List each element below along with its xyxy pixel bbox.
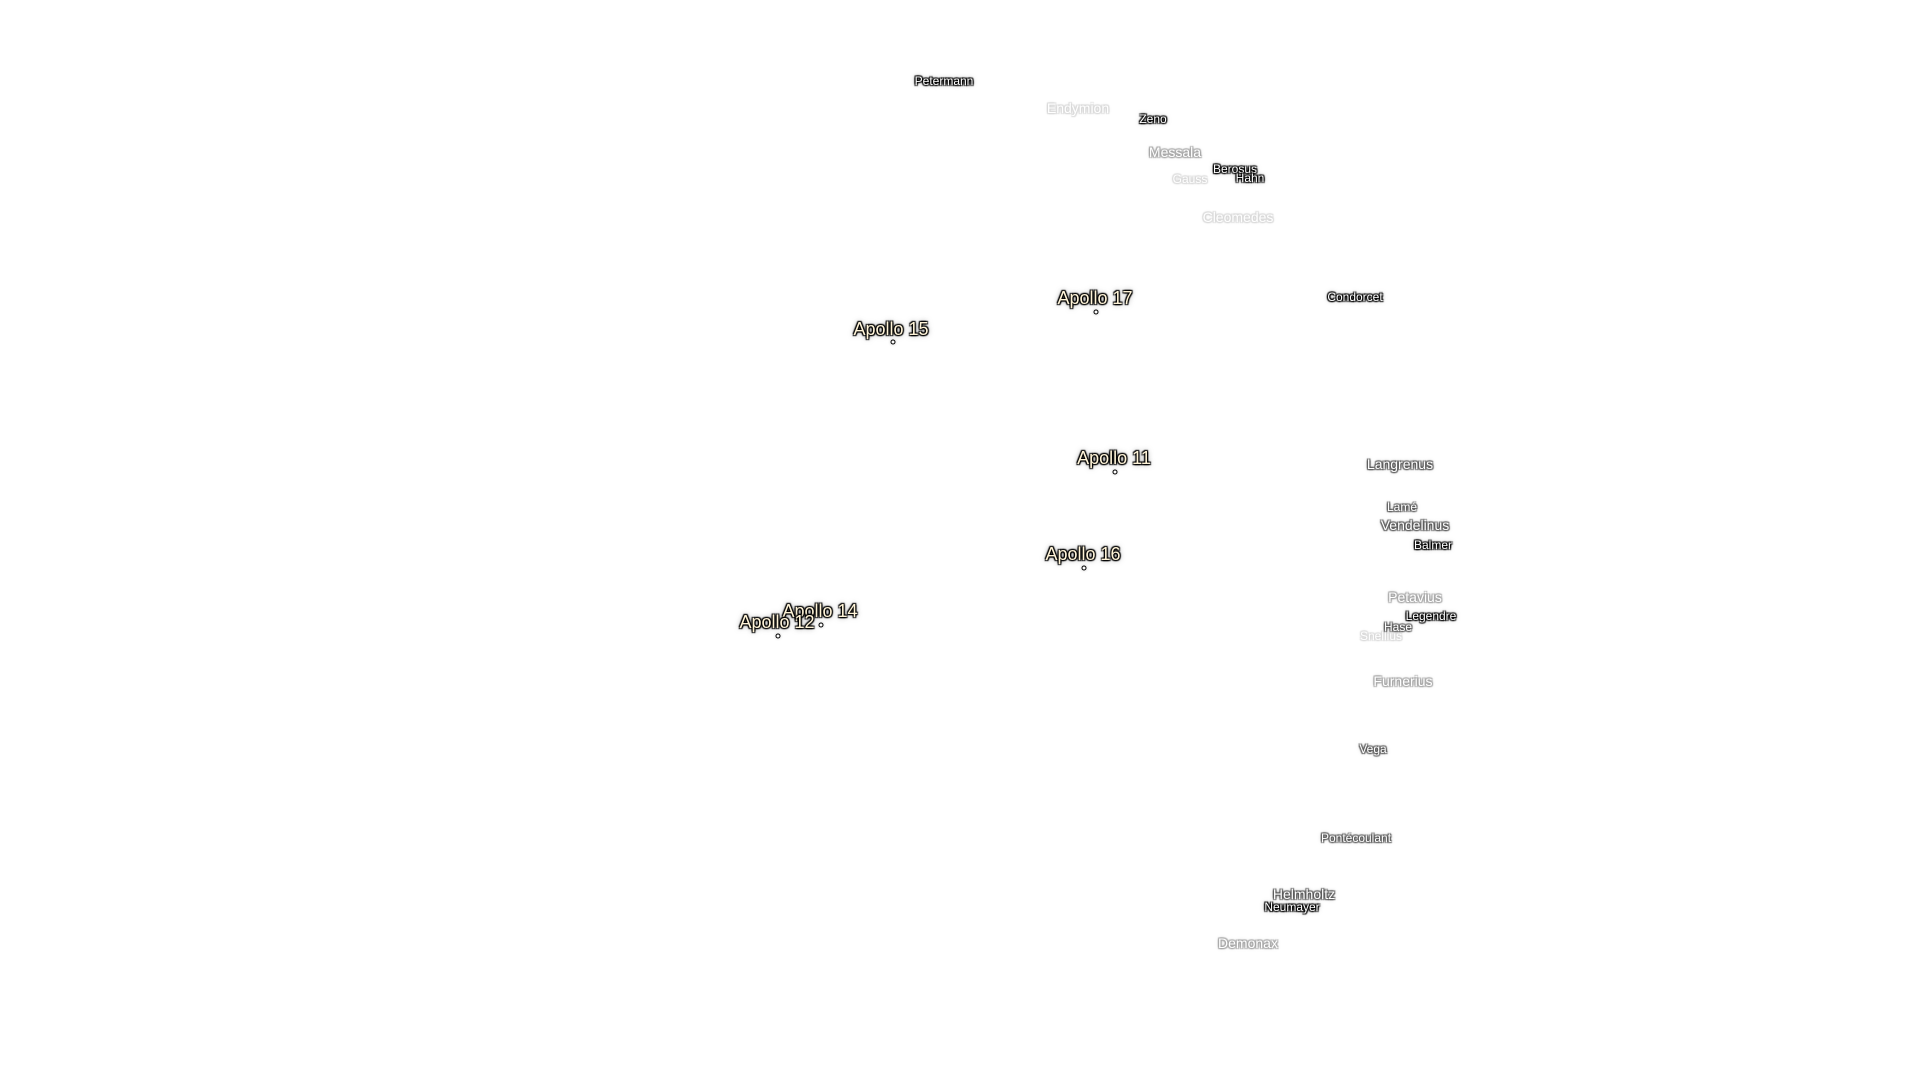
- landing-site-label-apollo-14[interactable]: Apollo 14: [782, 601, 858, 621]
- landing-site-label-apollo-11[interactable]: Apollo 11: [1077, 448, 1151, 468]
- crater-label-langrenus[interactable]: Langrenus: [1366, 456, 1434, 472]
- crater-label-ponteculant[interactable]: Pontécoulant: [1320, 831, 1392, 845]
- landing-site-marker-apollo-15[interactable]: [891, 340, 895, 344]
- landing-site-label-apollo-15[interactable]: Apollo 15: [853, 319, 929, 339]
- landing-site-marker-apollo-14[interactable]: [819, 623, 823, 627]
- landing-site-label-apollo-12[interactable]: Apollo 12: [739, 612, 815, 632]
- crater-label-gauss[interactable]: Gauss: [1172, 172, 1208, 186]
- crater-label-cleomedes[interactable]: Cleomedes: [1202, 209, 1274, 225]
- crater-label-furnerius[interactable]: Furnerius: [1373, 673, 1433, 689]
- crater-label-vega[interactable]: Vega: [1359, 742, 1387, 756]
- crater-label-messala[interactable]: Messala: [1148, 144, 1202, 160]
- crater-label-petermann[interactable]: Petermann: [914, 74, 974, 88]
- crater-label-neumayer[interactable]: Neumayer: [1264, 900, 1320, 914]
- landing-site-marker-apollo-16[interactable]: [1082, 566, 1086, 570]
- crater-label-balmer[interactable]: Balmer: [1413, 538, 1453, 552]
- crater-label-condorcet[interactable]: Condorcet: [1327, 290, 1383, 304]
- crater-label-vendelinus[interactable]: Vendelinus: [1380, 517, 1450, 533]
- crater-label-helmholtz[interactable]: Helmholtz: [1272, 886, 1336, 902]
- crater-label-legendre[interactable]: Legendre: [1405, 609, 1457, 623]
- crater-label-endymion[interactable]: Endymion: [1046, 100, 1110, 116]
- crater-label-hahn[interactable]: Hahn: [1235, 171, 1265, 185]
- crater-label-lame[interactable]: Lamé: [1386, 500, 1418, 514]
- crater-label-berosus[interactable]: Berosus: [1212, 162, 1258, 176]
- crater-label-hase[interactable]: Hase: [1383, 620, 1413, 634]
- crater-label-snellius[interactable]: Snellius: [1359, 629, 1403, 643]
- landing-site-marker-apollo-17[interactable]: [1094, 310, 1098, 314]
- landing-site-label-apollo-16[interactable]: Apollo 16: [1045, 544, 1121, 564]
- crater-label-petavius[interactable]: Petavius: [1388, 589, 1442, 605]
- landing-site-marker-apollo-11[interactable]: [1113, 470, 1117, 474]
- crater-label-zeno[interactable]: Zeno: [1139, 112, 1167, 126]
- landing-site-marker-apollo-12[interactable]: [776, 634, 780, 638]
- landing-site-label-apollo-17[interactable]: Apollo 17: [1057, 288, 1133, 308]
- crater-label-demonax[interactable]: Demonax: [1218, 935, 1278, 951]
